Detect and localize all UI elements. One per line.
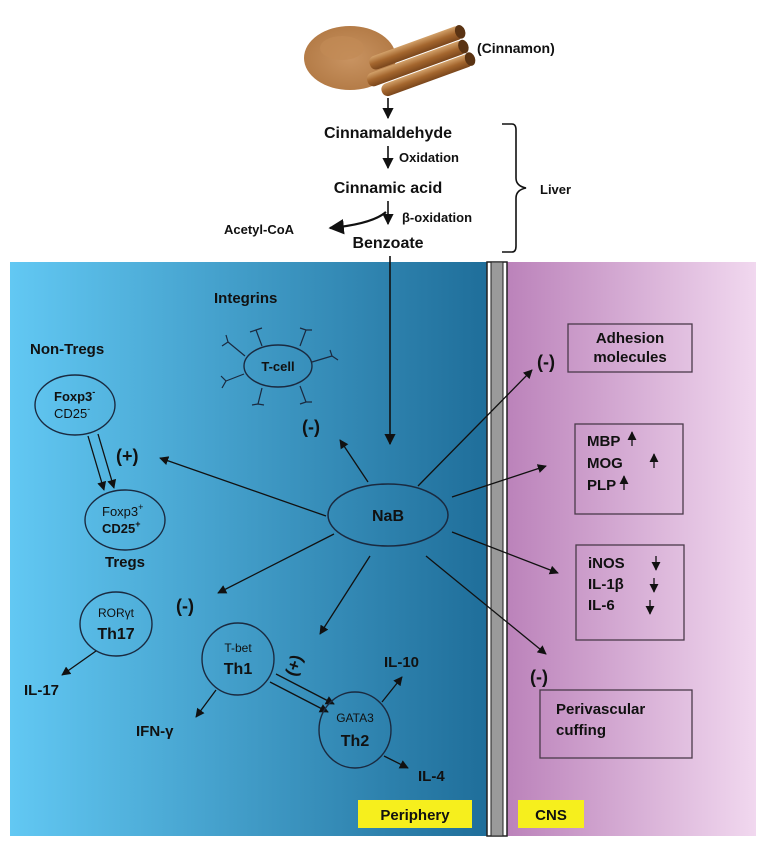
plp-label: PLP (587, 477, 616, 494)
nontreg-to-treg-arrow-1 (87, 435, 107, 491)
nab-to-th17-arrow (217, 533, 335, 594)
cuffing-box (539, 689, 693, 759)
nab-circle (327, 483, 449, 547)
inflammatory-box (575, 544, 685, 641)
nab-to-cuffing-arrow (425, 555, 547, 655)
inos-label: iNOS (588, 555, 625, 572)
treg-effect: (+) (116, 446, 139, 466)
oxidation-label: Oxidation (399, 150, 459, 165)
periphery-label-box (358, 800, 472, 828)
nab-to-treg-arrow (159, 456, 327, 517)
il1b-label: IL-1β (588, 576, 624, 593)
il6-label: IL-6 (588, 597, 615, 614)
cuffing-line1: Perivascular (556, 701, 645, 718)
th2-circle (318, 691, 392, 769)
cns-label: CNS (535, 807, 567, 824)
th17-factor: RORγt (98, 606, 135, 620)
cinnamic-acid-label: Cinnamic acid (334, 180, 442, 197)
tcell-integrins (220, 327, 339, 406)
acetyl-coa-arrow (328, 211, 387, 235)
benzoate-label: Benzoate (352, 235, 423, 252)
liver-label: Liver (540, 182, 571, 197)
nab-to-myelin-arrow (451, 464, 547, 498)
myelin-box (574, 423, 684, 515)
th17-to-il17-arrow (61, 650, 97, 676)
th1-factor: T-bet (224, 641, 252, 655)
nontreg-cd25: CD25- (54, 404, 90, 421)
beta-oxidation-label: β-oxidation (402, 210, 472, 225)
il17-label: IL-17 (24, 682, 59, 699)
th1-label: Th1 (224, 661, 253, 678)
th17-label: Th17 (97, 626, 134, 643)
adhesion-line1: Adhesion (596, 330, 664, 347)
tregs-label: Tregs (105, 554, 145, 571)
cuffing-effect: (-) (530, 667, 548, 687)
treg-circle (84, 489, 166, 551)
cns-region (506, 262, 756, 836)
nab-to-adhesion-arrow (417, 369, 533, 487)
nontreg-to-treg-arrow-2 (97, 433, 117, 489)
nontreg-circle (34, 374, 116, 436)
th1-to-th2-arrow-1 (269, 681, 329, 713)
cinnamon-label: (Cinnamon) (477, 40, 555, 56)
adhesion-box (567, 323, 693, 373)
treg-cd25: CD25+ (102, 519, 141, 536)
th2-factor: GATA3 (336, 711, 374, 725)
nab-to-th1-arrow (319, 555, 371, 635)
non-tregs-label: Non-Tregs (30, 341, 104, 358)
th2-label: Th2 (341, 733, 370, 750)
nab-label: NaB (372, 508, 404, 525)
mog-label: MOG (587, 455, 623, 472)
il4-label: IL-4 (418, 768, 445, 785)
periphery-region (10, 262, 488, 836)
th17-effect: (-) (176, 596, 194, 616)
il10-label: IL-10 (384, 654, 419, 671)
cinnamon-image (302, 18, 476, 97)
th1-to-ifng-arrow (195, 689, 217, 718)
th2-to-il4-arrow (383, 755, 409, 769)
integrins-label: Integrins (214, 290, 277, 307)
periphery-label: Periphery (380, 807, 450, 824)
tcell-label: T-cell (261, 359, 294, 374)
th1-circle (201, 622, 275, 696)
treg-foxp3: Foxp3+ (102, 502, 143, 519)
th1-to-th2-arrow-2 (275, 673, 335, 705)
liver-bracket (502, 123, 527, 253)
tcell-circle (243, 344, 313, 388)
tcell-effect: (-) (302, 417, 320, 437)
cuffing-line2: cuffing (556, 722, 606, 739)
ifng-label: IFN-γ (136, 723, 174, 740)
cinnamaldehyde-label: Cinnamaldehyde (324, 125, 452, 142)
cns-label-box (518, 800, 584, 828)
adhesion-effect: (-) (537, 352, 555, 372)
th2-to-il10-arrow (381, 676, 403, 703)
nab-to-tcell-arrow (339, 439, 369, 483)
nab-to-inflammatory-arrow (451, 531, 559, 575)
th17-circle (79, 591, 153, 657)
acetyl-coa-label: Acetyl-CoA (224, 222, 295, 237)
adhesion-line2: molecules (593, 349, 666, 366)
mbp-label: MBP (587, 433, 620, 450)
nontreg-foxp3: Foxp3- (54, 387, 95, 404)
